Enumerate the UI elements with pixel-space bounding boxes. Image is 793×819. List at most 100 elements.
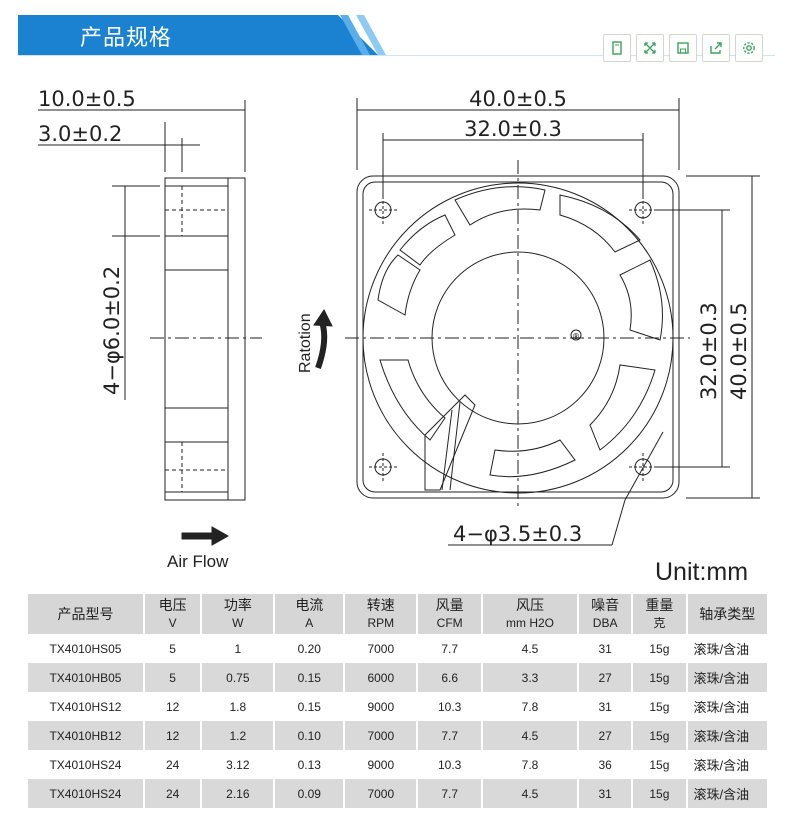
column-header: 产品型号 — [28, 594, 143, 634]
table-cell: 5 — [169, 641, 176, 656]
toolbar — [603, 34, 763, 62]
table-cell: 15g — [633, 779, 686, 808]
registered-mark — [570, 329, 582, 341]
column-header-unit: 克 — [653, 616, 666, 630]
column-header-label: 风压 — [516, 597, 545, 613]
table-cell: TX4010HB05 — [28, 663, 143, 692]
table-cell: 27 — [579, 663, 632, 692]
table-cell: 5 — [144, 663, 201, 692]
document-icon[interactable] — [603, 34, 631, 62]
table-cell: 15g — [649, 757, 670, 772]
table-cell: 0.10 — [275, 721, 344, 750]
dim-right-outer: 40.0±0.5 — [727, 302, 751, 400]
table-cell: 15g — [633, 721, 686, 750]
page-title: 产品规格 — [80, 26, 173, 51]
table-cell: 0.13 — [297, 757, 321, 772]
column-header-label: 风量 — [435, 597, 464, 613]
table-cell: 滚珠/含油 — [687, 721, 767, 750]
table-cell: 0.15 — [275, 663, 344, 692]
settings-icon[interactable] — [735, 34, 763, 62]
column-header-unit: RPM — [367, 616, 395, 630]
table-row: TX4010HS12 12 1.8 0.15 9000 10.3 7.8 31 15g 滚珠/含油 — [28, 692, 767, 721]
table-cell: TX4010HS12 — [49, 699, 122, 714]
table-cell: 0.09 — [275, 779, 344, 808]
column-header-label: 转速 — [366, 597, 395, 613]
table-cell: 6.6 — [418, 663, 481, 692]
table-cell: 滚珠/含油 — [687, 779, 767, 808]
table-cell: 12 — [165, 699, 180, 714]
registered-mark-text: ® — [572, 332, 580, 341]
column-header: 风量 CFM — [418, 594, 481, 634]
table-cell: 2.16 — [202, 779, 274, 808]
table-cell: 15g — [649, 641, 670, 656]
table-cell: 6000 — [345, 663, 417, 692]
table-cell: 24 — [144, 779, 201, 808]
table-cell: 7.8 — [521, 757, 539, 772]
table-cell: 31 — [598, 641, 612, 656]
table-cell: 7000 — [367, 641, 395, 656]
table-cell: 15g — [649, 699, 670, 714]
table-cell: 滚珠/含油 — [693, 700, 750, 715]
column-header: 重量克 — [633, 594, 686, 634]
share-icon[interactable] — [702, 34, 730, 62]
table-cell: 9000 — [367, 699, 395, 714]
column-header-unit: DBA — [592, 616, 618, 630]
table-cell: 1.2 — [202, 721, 274, 750]
dim-side-step: 3.0±0.2 — [38, 122, 122, 146]
column-header-label: 产品型号 — [57, 606, 114, 622]
table-cell: TX4010HB12 — [28, 721, 143, 750]
table-cell: TX4010HS24 — [49, 757, 122, 772]
column-header-unit: V — [168, 616, 177, 630]
column-header-unit: CFM — [436, 616, 463, 630]
dim-top-inner: 32.0±0.3 — [464, 117, 562, 141]
dim-right-inner: 32.0±0.3 — [697, 302, 721, 400]
table-cell: 10.3 — [437, 757, 462, 772]
column-header-label: 电流 — [295, 597, 324, 613]
dim-hole-dia: 4−φ6.0±0.2 — [100, 266, 124, 395]
table-cell: 0.15 — [297, 699, 321, 714]
save-icon[interactable] — [669, 34, 697, 62]
table-cell: 7.7 — [441, 641, 458, 656]
header-divider — [18, 55, 775, 56]
column-header: 噪音 DBA — [579, 594, 632, 634]
column-header-unit: mm H2O — [506, 616, 555, 630]
table-cell: 4.5 — [483, 779, 578, 808]
airflow-label: Air Flow — [167, 552, 229, 571]
table-cell: 10.3 — [437, 699, 462, 714]
table-cell: 0.20 — [297, 641, 321, 656]
table-cell: 7000 — [345, 779, 417, 808]
column-header: 风压 mm H2O — [483, 594, 578, 634]
table-cell: 4.5 — [483, 721, 578, 750]
side-view-body — [164, 177, 246, 501]
column-header-label: 噪音 — [591, 597, 620, 613]
table-cell: 31 — [598, 699, 612, 714]
table-cell: 1.8 — [229, 699, 247, 714]
table-cell: 12 — [144, 721, 201, 750]
table-cell: 3.12 — [226, 757, 250, 772]
table-cell: 0.75 — [202, 663, 274, 692]
column-header: 转速 RPM — [345, 594, 417, 634]
table-cell: 7.7 — [418, 721, 481, 750]
table-cell: 27 — [579, 721, 632, 750]
title-banner — [18, 15, 378, 55]
table-cell: 1 — [234, 641, 242, 656]
expand-icon[interactable] — [636, 34, 664, 62]
table-cell: 7.8 — [521, 699, 539, 714]
rotation-label: Ratotion — [297, 313, 314, 373]
dim-mount-holes: 4−φ3.5±0.3 — [453, 522, 582, 546]
table-cell: TX4010HS24 — [28, 779, 143, 808]
column-header-label: 轴承类型 — [699, 606, 756, 622]
table-cell: 15g — [633, 663, 686, 692]
dim-top-outer: 40.0±0.5 — [469, 87, 567, 111]
table-cell: 滚珠/含油 — [687, 663, 767, 692]
table-cell: 36 — [598, 757, 612, 772]
table-cell: 9000 — [367, 757, 395, 772]
